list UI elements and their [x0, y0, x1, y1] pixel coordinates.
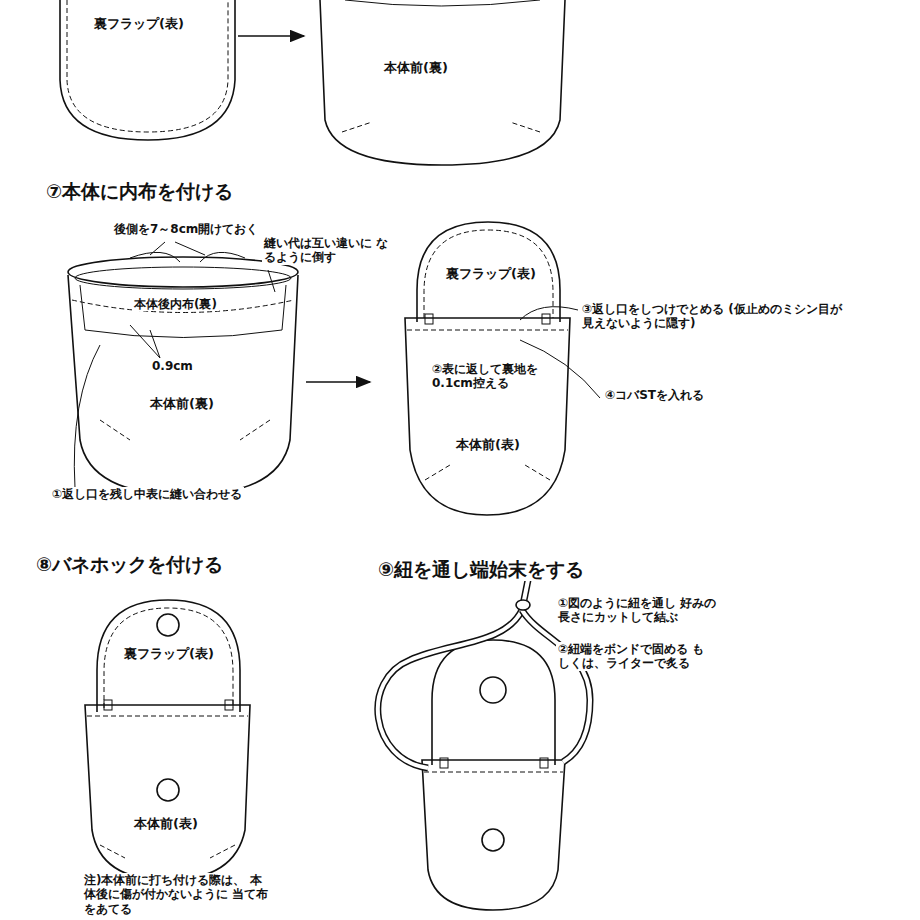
part-label: ④コバSTを入れる: [603, 388, 706, 402]
part-label: 裏フラップ(表): [92, 16, 186, 32]
part-label: 本体前(裏): [148, 396, 216, 412]
part-label: 本体前(裏): [382, 60, 450, 76]
part-label: 本体後内布(裏): [132, 297, 219, 311]
step-heading: ⑨紐を通し端始末をする: [376, 558, 586, 581]
part-label: 後側を7～8cm開けておく: [112, 222, 260, 236]
part-label: ②紐端をボンドで固める もしくは、ライターで炙る: [556, 642, 716, 671]
part-label: ①返し口を残し中表に縫い合わせる: [50, 487, 244, 501]
part-label: ①図のように紐を通し 好みの長さにカットして結ぶ: [556, 596, 722, 625]
part-label: ②表に返して裏地を 0.1cm控える: [430, 362, 560, 391]
part-label: 裏フラップ(表): [122, 646, 216, 662]
part-label: 0.9cm: [150, 359, 195, 373]
step-heading: ⑧バネホックを付ける: [34, 553, 225, 576]
part-label: 縫い代は互い違いに なるように倒す: [262, 236, 392, 265]
part-label: ③返し口をしつけでとめる (仮止めのミシン目が見えないように隠す): [580, 302, 854, 331]
part-label: 本体前(表): [454, 437, 522, 453]
part-label: 注)本体前に打ち付ける際は、 本体後に傷が付かないように 当て布をあてる: [82, 873, 272, 916]
part-label: 本体前(表): [132, 816, 200, 832]
part-label: 裏フラップ(表): [444, 266, 538, 282]
step-heading: ⑦本体に内布を付ける: [44, 180, 235, 203]
